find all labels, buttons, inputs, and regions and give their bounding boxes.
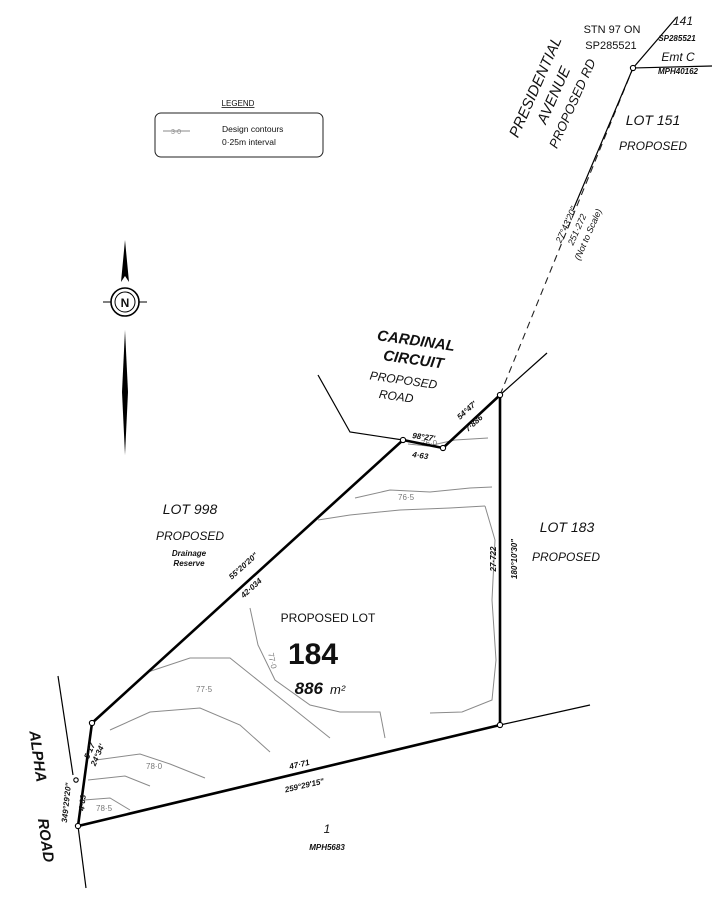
dim-bottom-distance: 47·71 (287, 758, 310, 772)
lot-151-name: LOT 151 (626, 112, 680, 128)
lot-183-rear-line (499, 704, 591, 726)
lot-141-easement: Emt C (661, 50, 695, 64)
dim-left-bearing: 55°20'20" (227, 551, 260, 582)
lot-998-name: LOT 998 (163, 501, 218, 517)
lot-141-number: 141 (673, 14, 693, 28)
lot-183-status: PROPOSED (532, 550, 600, 564)
cardinal-line-4: ROAD (378, 387, 415, 406)
alpha-road-word-1: ALPHA (25, 729, 49, 784)
dim-sw-lower-distance: 4·03 (77, 794, 88, 812)
dim-right-bearing: 180°10'30" (510, 539, 519, 579)
cardinal-circuit-label: CARDINAL CIRCUIT PROPOSED ROAD (369, 327, 456, 406)
legend-line-1: Design contours (222, 124, 283, 134)
contour-78-5 (83, 797, 131, 811)
contours: 76·0 76·5 77·0 77·5 78·0 78·5 (83, 437, 497, 813)
contour-78-25 (87, 775, 151, 787)
alpha-road-line-south (77, 825, 87, 889)
alpha-road-line-north (57, 675, 74, 776)
dim-right-distance: 27·722 (489, 546, 498, 572)
north-letter: N (121, 296, 130, 310)
cardinal-road-edge-east (499, 352, 548, 396)
lot-183-name: LOT 183 (540, 519, 595, 535)
lot-184-caption: PROPOSED LOT (281, 611, 376, 625)
legend-title: LEGEND (222, 99, 255, 108)
contour-label-77-5: 77·5 (196, 685, 213, 694)
lot-184-area-unit: m² (330, 682, 346, 697)
legend: LEGEND 3·0 Design contours 0·25m interva… (154, 99, 324, 158)
contour-label-76-5: 76·5 (398, 493, 415, 502)
tie-line-labels: 27°43'20" 251·272 (Not to Scale) (553, 204, 603, 261)
alpha-road-word-2: ROAD (34, 817, 57, 863)
contour-76-5 (354, 486, 493, 499)
legend-line-2: 0·25m interval (222, 137, 276, 147)
lot-141-boundary (632, 17, 677, 69)
lot-184-area-value: 886 (295, 679, 324, 698)
dim-top-distance: 4·63 (411, 450, 430, 461)
stn-line-1: STN 97 ON (584, 24, 641, 36)
lot-998-status: PROPOSED (156, 529, 224, 543)
legend-box (154, 112, 324, 158)
contour-76-0 (407, 437, 489, 447)
lot-1-ref: MPH5683 (309, 843, 345, 852)
contour-77-75 (109, 707, 271, 753)
contour-label-76-0: 76·0 (421, 439, 438, 448)
lot-184-number: 184 (288, 638, 338, 671)
contour-76-5-east (429, 505, 497, 714)
lot-998-sub-1: Drainage (172, 549, 207, 558)
contour-76-5b (317, 505, 486, 521)
lot-998-sub-2: Reserve (173, 559, 205, 568)
contour-label-77-0: 77·0 (266, 652, 278, 670)
north-arrow-icon: N (103, 240, 147, 455)
stn-line-2: SP285521 (585, 40, 636, 52)
dim-bottom-bearing: 259°29'15" (283, 777, 325, 795)
lot-1-number: 1 (324, 822, 331, 836)
lot-141-plan: SP285521 (658, 34, 696, 43)
dim-sw-lower-bearing: 349°29'20" (60, 782, 73, 823)
lot-141-ref: MPH40162 (658, 67, 699, 76)
lot-141-boundary-east (632, 65, 713, 69)
presidential-road-edge (572, 67, 634, 211)
legend-sample-label: 3·0 (171, 129, 181, 136)
tie-line-dashed (499, 67, 634, 396)
contour-label-78-0: 78·0 (146, 762, 163, 771)
presidential-avenue-label: PRESIDENTIAL AVENUE PROPOSED RD (506, 34, 599, 150)
lot-151-status: PROPOSED (619, 139, 687, 153)
survey-marks (73, 64, 637, 830)
contour-78-0 (95, 753, 206, 779)
contour-77-5 (147, 657, 331, 739)
contour-label-78-5: 78·5 (96, 804, 113, 813)
cardinal-road-edge (317, 374, 404, 441)
contour-77-0 (249, 607, 386, 739)
dim-top-bearing: 98°27' (412, 431, 437, 443)
